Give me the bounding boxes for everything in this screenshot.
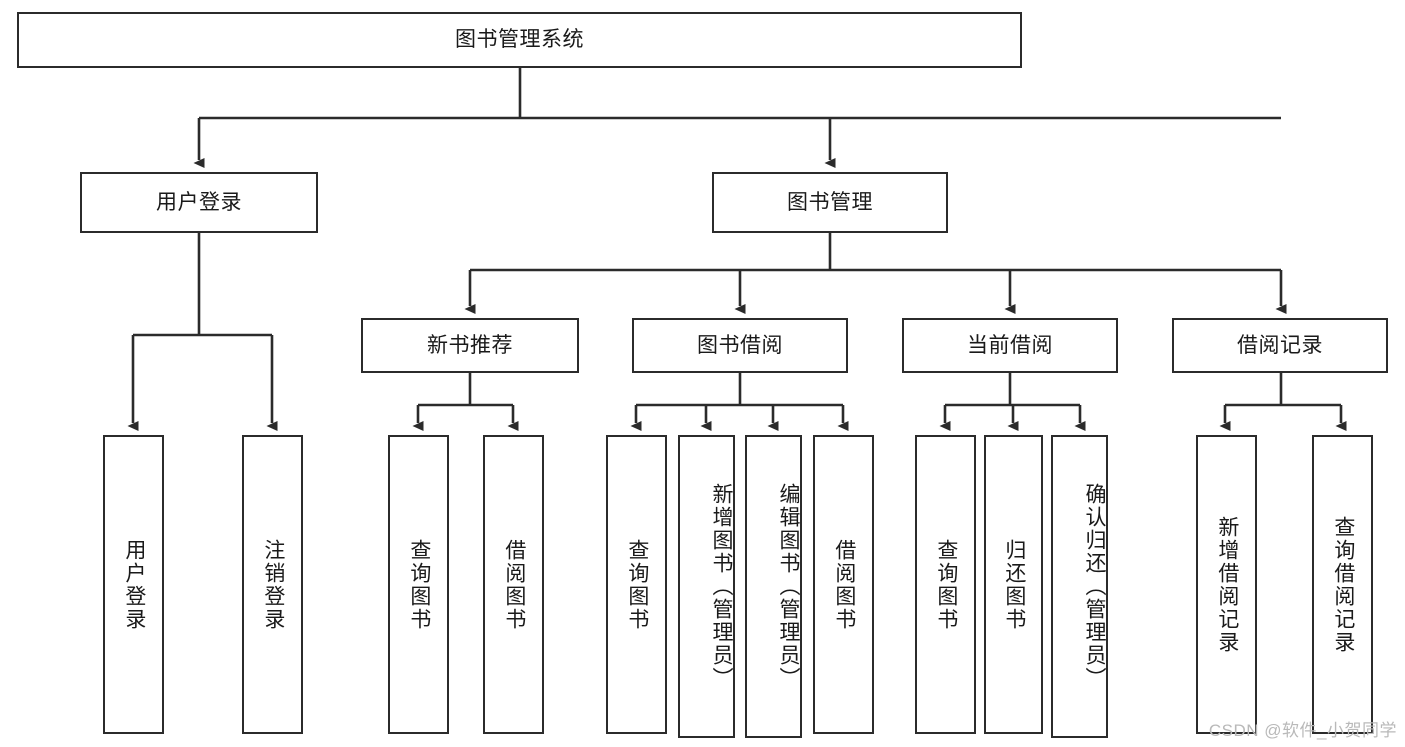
node-current-borrow-label: 当前借阅 [967, 333, 1053, 357]
node-borrow-record[interactable]: 借阅记录 [1172, 318, 1388, 373]
watermark: CSDN @软件_小贺同学 [1208, 721, 1397, 740]
node-book-borrow[interactable]: 图书借阅 [632, 318, 848, 373]
leaf-return-book[interactable]: 归还图书 [984, 435, 1043, 734]
leaf-edit-book-admin[interactable]: 编辑图书（管理员） [745, 435, 802, 738]
node-book-manage-label: 图书管理 [787, 190, 873, 214]
node-current-borrow[interactable]: 当前借阅 [902, 318, 1118, 373]
leaf-query-borrow-record-label: 查询借阅记录 [1331, 515, 1355, 654]
node-new-book-recommend-label: 新书推荐 [427, 333, 513, 357]
leaf-borrow-book-1[interactable]: 借阅图书 [483, 435, 544, 734]
leaf-borrow-book-1-label: 借阅图书 [502, 538, 526, 631]
leaf-query-book-2[interactable]: 查询图书 [606, 435, 667, 734]
leaf-query-borrow-record[interactable]: 查询借阅记录 [1312, 435, 1373, 734]
node-book-borrow-label: 图书借阅 [697, 333, 783, 357]
node-root[interactable]: 图书管理系统 [17, 12, 1022, 68]
leaf-borrow-book-2[interactable]: 借阅图书 [813, 435, 874, 734]
leaf-query-book-2-label: 查询图书 [625, 538, 649, 631]
leaf-confirm-return-admin-label: 确认归还（管理员） [1083, 483, 1106, 690]
leaf-confirm-return-admin[interactable]: 确认归还（管理员） [1051, 435, 1108, 738]
node-new-book-recommend[interactable]: 新书推荐 [361, 318, 579, 373]
leaf-add-book-admin[interactable]: 新增图书（管理员） [678, 435, 735, 738]
leaf-query-book-1-label: 查询图书 [407, 538, 431, 631]
leaf-add-borrow-record-label: 新增借阅记录 [1215, 515, 1239, 654]
leaf-add-borrow-record[interactable]: 新增借阅记录 [1196, 435, 1257, 734]
node-user-login[interactable]: 用户登录 [80, 172, 318, 233]
leaf-user-login[interactable]: 用户登录 [103, 435, 164, 734]
leaf-return-book-label: 归还图书 [1002, 538, 1026, 631]
leaf-query-book-1[interactable]: 查询图书 [388, 435, 449, 734]
leaf-logout-label: 注销登录 [261, 538, 285, 631]
leaf-query-book-3-label: 查询图书 [934, 538, 958, 631]
node-user-login-label: 用户登录 [156, 190, 242, 214]
node-root-label: 图书管理系统 [455, 28, 584, 52]
leaf-query-book-3[interactable]: 查询图书 [915, 435, 976, 734]
leaf-add-book-admin-label: 新增图书（管理员） [710, 483, 733, 690]
node-book-manage[interactable]: 图书管理 [712, 172, 948, 233]
leaf-edit-book-admin-label: 编辑图书（管理员） [777, 483, 800, 690]
node-borrow-record-label: 借阅记录 [1237, 333, 1323, 357]
leaf-logout[interactable]: 注销登录 [242, 435, 303, 734]
leaf-borrow-book-2-label: 借阅图书 [832, 538, 856, 631]
leaf-user-login-label: 用户登录 [122, 538, 146, 631]
